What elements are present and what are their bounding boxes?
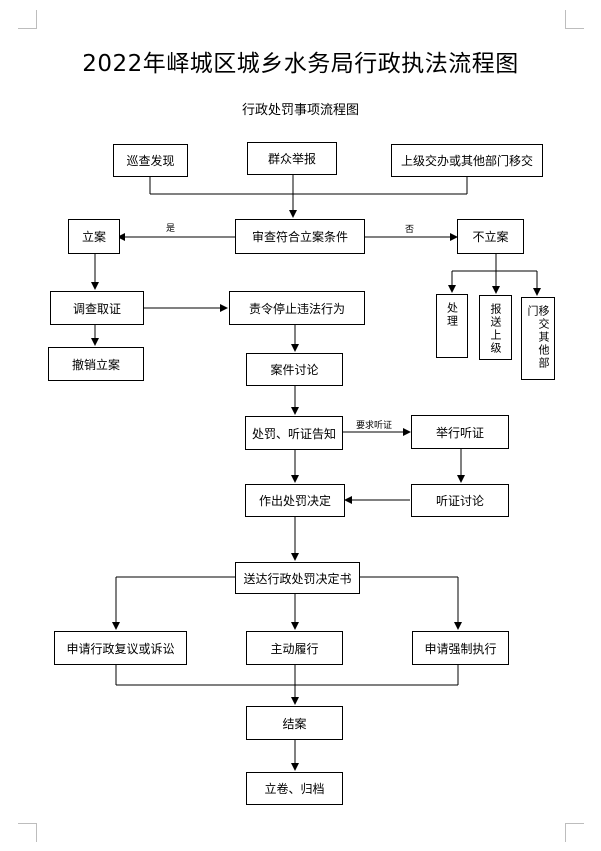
node-hearing: 举行听证 bbox=[411, 415, 509, 449]
node-deliver: 送达行政处罚决定书 bbox=[235, 562, 360, 594]
node-file: 立案 bbox=[68, 219, 120, 254]
node-appeal: 申请行政复议或诉讼 bbox=[54, 631, 187, 665]
node-stop: 责令停止违法行为 bbox=[229, 291, 365, 325]
label-request-hearing: 要求听证 bbox=[356, 421, 393, 431]
node-superior: 报送上级 bbox=[479, 295, 512, 360]
page-title: 2022年峄城区城乡水务局行政执法流程图 bbox=[82, 51, 519, 77]
node-other-text: 移交其他部门 bbox=[526, 305, 550, 370]
corner-mark-bottom-left bbox=[18, 823, 37, 842]
node-nofile: 不立案 bbox=[457, 219, 524, 254]
node-archive: 立卷、归档 bbox=[246, 772, 343, 805]
node-patrol: 巡查发现 bbox=[113, 144, 188, 177]
node-comply: 主动履行 bbox=[246, 631, 343, 665]
node-report: 群众举报 bbox=[247, 142, 337, 175]
corner-mark-top-right bbox=[565, 10, 584, 29]
corner-mark-top-left bbox=[18, 10, 37, 29]
node-dispose-text: 处理 bbox=[445, 302, 459, 328]
node-transfer: 上级交办或其他部门移交 bbox=[391, 144, 543, 177]
node-enforce: 申请强制执行 bbox=[412, 631, 509, 665]
node-close: 结案 bbox=[246, 706, 343, 740]
node-review: 审查符合立案条件 bbox=[235, 219, 365, 254]
node-discuss: 案件讨论 bbox=[246, 353, 343, 386]
corner-mark-bottom-right bbox=[565, 823, 584, 842]
node-decision: 作出处罚决定 bbox=[245, 484, 345, 517]
node-notify: 处罚、听证告知 bbox=[245, 416, 343, 450]
node-investigate: 调查取证 bbox=[50, 291, 144, 325]
label-no: 否 bbox=[405, 225, 415, 235]
page-subtitle: 行政处罚事项流程图 bbox=[241, 103, 359, 118]
label-yes: 是 bbox=[166, 224, 176, 234]
node-other: 移交其他部门 bbox=[521, 297, 555, 380]
node-revoke: 撤销立案 bbox=[48, 347, 144, 381]
node-superior-text: 报送上级 bbox=[489, 303, 502, 355]
node-dispose: 处理 bbox=[436, 294, 468, 358]
node-hearing-discuss: 听证讨论 bbox=[411, 484, 509, 517]
